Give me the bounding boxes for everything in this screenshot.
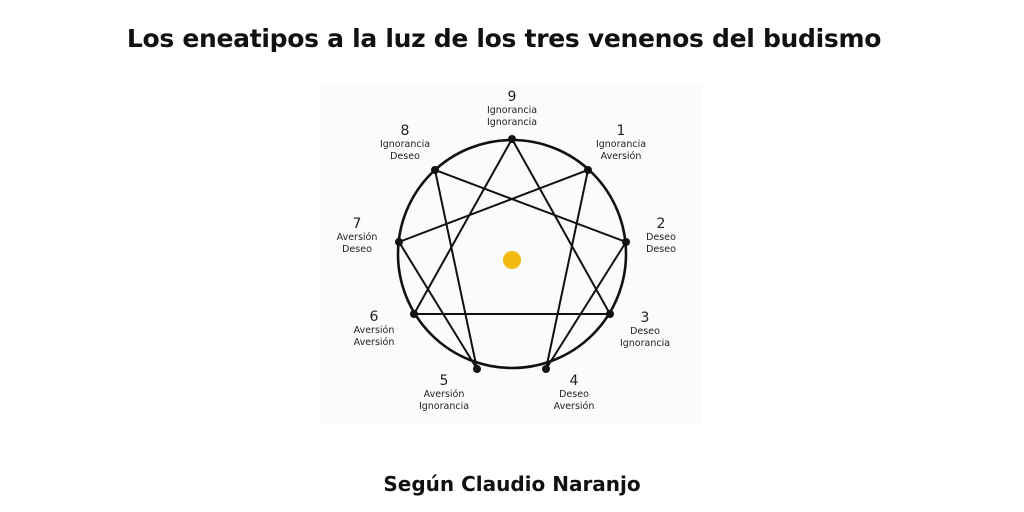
page-title: Los eneatipos a la luz de los tres venen… bbox=[126, 24, 882, 53]
point-3-label: 3 Deseo Ignorancia bbox=[619, 310, 671, 349]
point-2-label: 2 Deseo Deseo bbox=[646, 216, 676, 255]
vertex-dots bbox=[395, 135, 630, 373]
point-4-label: 4 Deseo Aversión bbox=[553, 373, 595, 412]
triangle-lines bbox=[412, 136, 612, 315]
enneagram-diagram bbox=[395, 135, 630, 373]
point-8-label: 8 Ignorancia Deseo bbox=[379, 123, 431, 162]
point-9-label: 9 Ignorancia Ignorancia bbox=[486, 89, 538, 128]
enneagram-figure: 9 Ignorancia Ignorancia 1 Ignorancia Ave… bbox=[320, 85, 702, 425]
point-5-label: 5 Aversión Ignorancia bbox=[418, 373, 470, 412]
point-1-label: 1 Ignorancia Aversión bbox=[595, 123, 647, 162]
author-credit: Según Claudio Naranjo bbox=[383, 472, 641, 496]
center-dot bbox=[503, 251, 521, 269]
hexad-lines bbox=[397, 168, 628, 370]
point-6-label: 6 Aversión Aversión bbox=[353, 309, 395, 348]
point-7-label: 7 Aversión Deseo bbox=[336, 216, 378, 255]
